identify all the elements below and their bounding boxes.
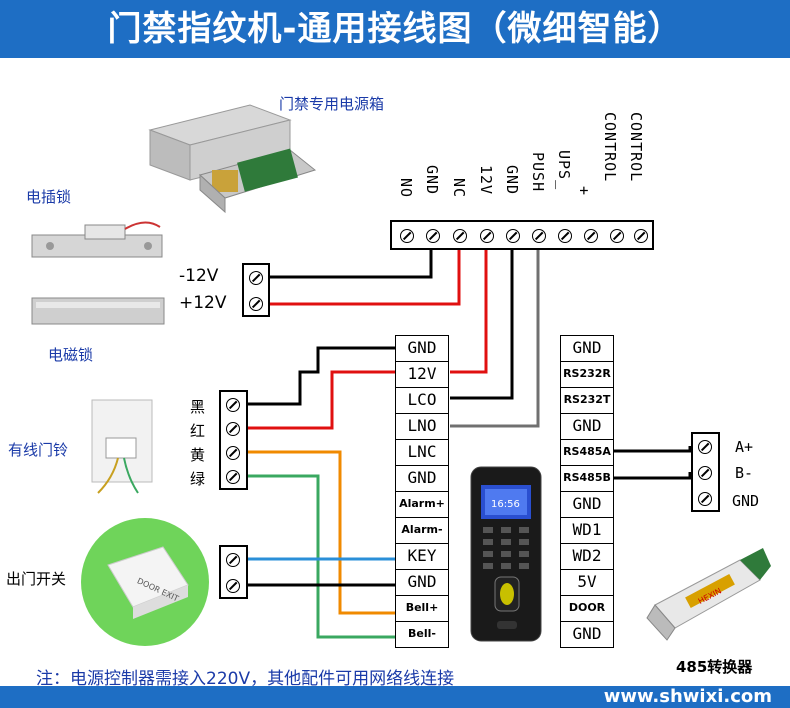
wire-bell-black xyxy=(248,346,395,406)
screw-terminal xyxy=(249,271,263,285)
bolt-lock-label: 电插锁 xyxy=(26,188,72,206)
right-terminal: DOOR xyxy=(560,595,614,622)
wire-485b xyxy=(614,472,692,480)
wire-gnd-black xyxy=(450,248,514,400)
right-terminal: RS232T xyxy=(560,387,614,414)
mid-terminal: GND xyxy=(395,465,449,492)
right-terminal: 5V xyxy=(560,569,614,596)
footer-bar: www.shwixi.com xyxy=(0,686,790,708)
power-box-label: 门禁专用电源箱 xyxy=(279,95,385,113)
right-terminal: GND xyxy=(560,621,614,648)
exit-button-image: DOOR EXIT xyxy=(78,515,213,650)
right-terminal: GND xyxy=(560,335,614,362)
mid-terminal: Bell+ xyxy=(395,595,449,622)
pt-label: NO xyxy=(397,178,415,199)
wire-bell-red xyxy=(248,370,395,430)
website-link[interactable]: www.shwixi.com xyxy=(603,686,772,707)
pt-label: PUSH xyxy=(529,152,547,193)
screw-terminal xyxy=(226,470,240,484)
wire-push-grey xyxy=(450,248,540,428)
mid-terminal: LNC xyxy=(395,439,449,466)
mid-terminal: Alarm- xyxy=(395,517,449,544)
pt-label: 12V xyxy=(477,165,495,196)
wire-bell-green xyxy=(248,474,395,639)
right-terminal: RS232R xyxy=(560,361,614,388)
pt-label: GND xyxy=(423,165,441,196)
doorbell-terminal xyxy=(219,390,248,490)
screw-terminal xyxy=(532,229,546,243)
mid-terminal: 12V xyxy=(395,361,449,388)
right-terminal: WD1 xyxy=(560,517,614,544)
wire-color-green: 绿 xyxy=(190,470,206,488)
mid-terminal: LCO xyxy=(395,387,449,414)
wire-lock-red xyxy=(270,248,461,306)
b-minus-label: B- xyxy=(735,464,754,482)
power-box-image xyxy=(140,100,320,220)
screw-terminal xyxy=(558,229,572,243)
a-plus-label: A+ xyxy=(735,438,754,456)
pt-label: + xyxy=(575,186,593,197)
screw-terminal xyxy=(226,398,240,412)
wire-color-yellow: 黄 xyxy=(190,446,206,464)
gnd-label: GND xyxy=(732,492,760,510)
pt-label: CONTROL xyxy=(601,112,619,183)
screw-terminal xyxy=(226,446,240,460)
pt-label: NC xyxy=(450,178,468,199)
mid-terminal: GND xyxy=(395,335,449,362)
lock-terminal xyxy=(242,263,270,317)
plus-12v-label: +12V xyxy=(179,293,227,313)
rs485-terminal xyxy=(691,432,720,512)
mid-terminal: LNO xyxy=(395,413,449,440)
screw-terminal xyxy=(226,579,240,593)
screw-terminal xyxy=(226,553,240,567)
doorbell-label: 有线门铃 xyxy=(8,441,69,459)
minus-12v-label: -12V xyxy=(179,266,219,286)
page-title: 门禁指纹机-通用接线图（微细智能） xyxy=(0,0,790,58)
screw-terminal xyxy=(226,422,240,436)
mid-terminal: GND xyxy=(395,569,449,596)
wire-lock-black xyxy=(270,248,433,279)
wire-485a xyxy=(614,446,692,453)
screw-terminal xyxy=(400,229,414,243)
pt-label: GND xyxy=(503,165,521,196)
screw-terminal xyxy=(584,229,598,243)
exit-terminal xyxy=(219,545,248,599)
wire-color-red: 红 xyxy=(190,422,206,440)
bolt-lock-image xyxy=(30,215,170,265)
exit-button-label: 出门开关 xyxy=(6,570,67,588)
right-terminal: RS485A xyxy=(560,439,614,466)
mag-lock-image xyxy=(30,292,170,332)
footer-note: 注：电源控制器需接入220V，其他配件可用网络线连接 xyxy=(36,669,455,689)
pt-label: CONTROL xyxy=(627,112,645,183)
doorbell-image xyxy=(88,398,168,498)
screw-terminal xyxy=(506,229,520,243)
screw-terminal xyxy=(249,297,263,311)
screw-terminal xyxy=(698,440,712,454)
right-terminal: WD2 xyxy=(560,543,614,570)
wire-color-black: 黑 xyxy=(190,398,206,416)
right-terminal: RS485B xyxy=(560,465,614,492)
power-terminal-block xyxy=(390,220,654,250)
wire-12v-red xyxy=(450,248,488,374)
converter-label: 485转换器 xyxy=(676,658,753,676)
screw-terminal xyxy=(698,466,712,480)
screw-terminal xyxy=(698,492,712,506)
wire-bell-orange xyxy=(248,450,395,615)
right-terminal: GND xyxy=(560,413,614,440)
screw-terminal xyxy=(453,229,467,243)
fingerprint-device-image: 16:56 xyxy=(467,465,547,645)
screw-terminal xyxy=(634,229,648,243)
mid-terminal: Alarm+ xyxy=(395,491,449,518)
mag-lock-label: 电磁锁 xyxy=(48,346,94,364)
mid-terminal: KEY xyxy=(395,543,449,570)
screw-terminal xyxy=(426,229,440,243)
right-terminal: GND xyxy=(560,491,614,518)
mid-terminal: Bell- xyxy=(395,621,449,648)
device-time: 16:56 xyxy=(491,499,520,510)
converter-image: HEXIN xyxy=(645,540,775,645)
screw-terminal xyxy=(610,229,624,243)
screw-terminal xyxy=(480,229,494,243)
pt-label: UPS_ xyxy=(555,150,573,191)
